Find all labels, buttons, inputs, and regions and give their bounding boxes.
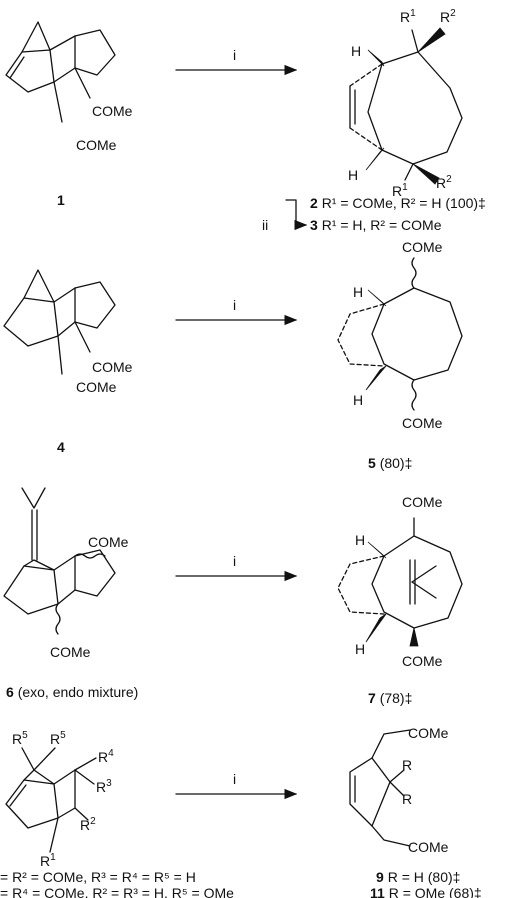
compound-7-structure (337, 517, 463, 647)
wedge-bond (409, 627, 419, 647)
compound-2-h-bottom: H (348, 167, 358, 183)
compound-5-label-top: COMe (402, 239, 443, 255)
wedge-bond (417, 27, 446, 53)
compound-7-caption: 7 (78)‡ (368, 690, 412, 706)
reagent-label-2: ii (262, 217, 268, 233)
compound-4-label-a: COMe (92, 359, 133, 375)
compound-4-number: 4 (57, 439, 65, 455)
compound-1-number: 1 (57, 192, 65, 208)
compound-8-caption: = R² = COMe, R³ = R⁴ = R⁵ = H (0, 869, 196, 885)
compound-8-r5-left: R5 (12, 730, 28, 747)
compound-1-label-b: COMe (76, 137, 117, 153)
compound-5-caption: 5 (80)‡ (368, 455, 412, 471)
compound-9-r-bottom: R (402, 791, 412, 807)
compound-2-h-top: H (351, 43, 361, 59)
wedge-bond (367, 541, 387, 559)
compound-6-label-b: COMe (50, 644, 91, 660)
wedge-bond (365, 613, 387, 643)
reagent-label-5: i (233, 771, 236, 787)
wedge-bond (365, 365, 387, 391)
compound-6-label-a: COMe (88, 534, 129, 550)
reagent-label-4: i (233, 553, 236, 569)
compound-1-structure (5, 21, 116, 123)
wedge-bond (367, 289, 387, 307)
wedge-bond (412, 163, 440, 185)
compound-7-label-bottom: COMe (402, 653, 443, 669)
compound-7-h-top: H (355, 532, 365, 548)
compound-8-10-structure (5, 747, 97, 853)
compound-8-r5-right: R5 (50, 730, 66, 747)
compound-9-r-top: R (402, 757, 412, 773)
compound-2-r1-top: R1 (400, 8, 416, 25)
compound-8-r4: R4 (98, 748, 114, 765)
compound-9-label-top: COMe (408, 725, 449, 741)
compound-2-r2-top: R2 (440, 8, 456, 25)
compound-3-caption: 3 R¹ = H, R² = COMe (310, 217, 442, 233)
compound-7-h-bottom: H (355, 641, 365, 657)
wedge-bond (365, 147, 385, 171)
compound-8-r2: R2 (80, 816, 96, 833)
wedge-bond (367, 49, 385, 67)
compound-5-h-top: H (353, 284, 363, 300)
compound-8-r3: R3 (96, 778, 112, 795)
compound-9-11-structure (349, 729, 411, 847)
compound-9-label-bottom: COMe (408, 839, 449, 855)
compound-5-structure (337, 257, 463, 411)
compound-5-h-bottom: H (353, 392, 363, 408)
reagent-label-3: i (233, 297, 236, 313)
compound-2-r2-bottom: R2 (436, 174, 452, 191)
compound-9-caption: 9 R = H (80)‡ (376, 869, 460, 885)
compound-6-structure (3, 487, 116, 635)
compound-10-caption: = R⁴ = COMe, R² = R³ = H, R⁵ = OMe (0, 885, 234, 898)
compound-2-caption: 2 R¹ = COMe, R² = H (100)‡ (310, 195, 486, 211)
compound-1-label-a: COMe (92, 103, 133, 119)
compound-4-structure (3, 269, 116, 375)
compound-8-r1: R1 (40, 852, 56, 869)
compound-11-caption: 11 R = OMe (68)‡ (370, 885, 482, 898)
compound-2-structure (349, 27, 463, 185)
compound-5-label-bottom: COMe (402, 415, 443, 431)
compound-7-label-top: COMe (402, 494, 443, 510)
compound-4-label-b: COMe (76, 379, 117, 395)
reagent-label-1: i (233, 47, 236, 63)
compound-2-r1-bottom: R1 (392, 182, 408, 199)
conversion-bracket (285, 199, 297, 226)
compound-6-caption: 6 (exo, endo mixture) (6, 684, 138, 700)
